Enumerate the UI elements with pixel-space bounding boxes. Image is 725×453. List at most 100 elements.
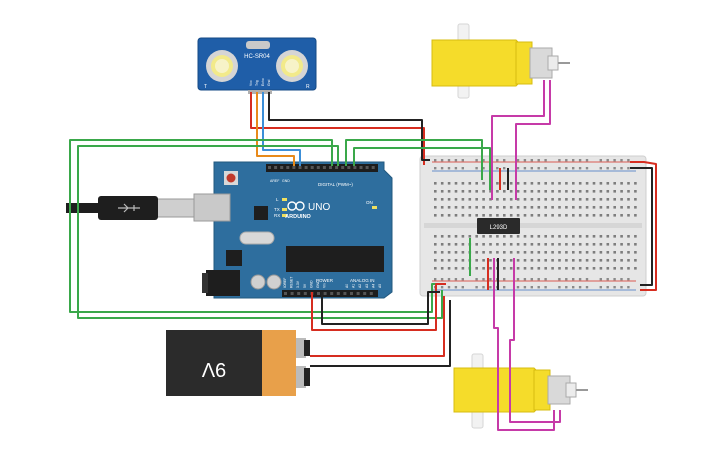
pin-label: A0 <box>345 284 349 288</box>
power-header-pin <box>350 292 353 295</box>
breadboard-rail-hole <box>482 286 485 289</box>
digital-header-pin <box>280 166 284 169</box>
breadboard-hole <box>468 206 472 209</box>
battery-9v: 9V <box>166 330 310 396</box>
breadboard-hole <box>482 259 485 262</box>
breadboard-hole <box>482 235 485 238</box>
power-header-pin <box>336 292 340 295</box>
pin-label: Gnd <box>267 79 271 86</box>
breadboard-hole <box>551 190 554 193</box>
breadboard-hole <box>496 251 499 254</box>
breadboard-hole <box>440 235 444 238</box>
breadboard-hole <box>620 214 623 217</box>
breadboard-hole <box>613 206 616 209</box>
breadboard-rail-hole <box>565 278 568 281</box>
breadboard-hole <box>503 259 506 262</box>
breadboard-rail-hole <box>585 159 589 162</box>
breadboard-hole <box>468 182 472 185</box>
breadboard-rail-hole <box>496 159 499 162</box>
breadboard-rail-hole <box>475 278 478 281</box>
breadboard-hole <box>509 259 513 262</box>
breadboard-rail-hole <box>558 286 561 289</box>
breadboard-hole <box>585 214 589 217</box>
breadboard-hole <box>585 251 589 254</box>
breadboard-rail-hole <box>537 278 540 281</box>
breadboard-hole <box>503 190 506 193</box>
breadboard-rail-hole <box>599 278 602 281</box>
breadboard-rail-hole <box>606 278 609 281</box>
breadboard-rail-hole <box>434 159 437 162</box>
breadboard-hole <box>440 182 444 185</box>
breadboard <box>419 155 647 297</box>
breadboard-hole <box>634 182 637 185</box>
breadboard-hole <box>489 259 492 262</box>
breadboard-hole <box>558 206 561 209</box>
pin-label: Vcc <box>249 80 253 86</box>
breadboard-hole <box>516 235 520 238</box>
breadboard-hole <box>544 251 547 254</box>
breadboard-hole <box>509 206 513 209</box>
breadboard-rail-hole <box>537 159 540 162</box>
breadboard-hole <box>627 190 630 193</box>
breadboard-hole <box>537 235 541 238</box>
breadboard-rail-hole <box>461 167 464 170</box>
breadboard-hole <box>530 243 534 246</box>
breadboard-rail-hole <box>454 167 458 170</box>
breadboard-hole <box>530 206 534 209</box>
breadboard-hole <box>530 198 534 201</box>
breadboard-hole <box>482 251 485 254</box>
breadboard-hole <box>578 243 582 246</box>
breadboard-hole <box>509 214 513 217</box>
breadboard-hole <box>565 243 568 246</box>
pin-label: RESET <box>290 277 294 288</box>
breadboard-hole <box>509 182 513 185</box>
breadboard-hole <box>537 259 541 262</box>
pin-label: A5 <box>378 284 382 288</box>
breadboard-rail-hole <box>585 278 589 281</box>
power-header-pin <box>363 292 367 295</box>
breadboard-rail-hole <box>620 286 623 289</box>
breadboard-rail-hole <box>627 167 630 170</box>
breadboard-hole <box>585 182 589 185</box>
breadboard-hole <box>592 198 596 201</box>
power-header-pin <box>284 292 287 295</box>
breadboard-hole <box>454 198 458 201</box>
wire-sensor-trig <box>256 92 295 166</box>
breadboard-rail-hole <box>489 278 492 281</box>
breadboard-rail-hole <box>496 167 499 170</box>
breadboard-hole <box>613 235 616 238</box>
breadboard-hole <box>592 267 596 270</box>
breadboard-hole <box>440 198 444 201</box>
breadboard-hole <box>440 251 444 254</box>
power-header-pin <box>330 292 334 295</box>
breadboard-hole <box>468 214 472 217</box>
breadboard-rail-hole <box>434 278 437 281</box>
breadboard-hole <box>578 206 582 209</box>
breadboard-hole <box>565 190 568 193</box>
breadboard-hole <box>496 206 499 209</box>
breadboard-hole <box>585 243 589 246</box>
motor-top <box>431 23 570 99</box>
breadboard-hole <box>440 214 444 217</box>
breadboard-rail-hole <box>558 167 561 170</box>
breadboard-hole <box>620 251 623 254</box>
breadboard-hole <box>620 198 623 201</box>
breadboard-hole <box>503 214 506 217</box>
pin-label: IOREF <box>283 278 287 288</box>
breadboard-hole <box>537 190 541 193</box>
breadboard-hole <box>572 259 575 262</box>
breadboard-hole <box>475 235 478 238</box>
breadboard-hole <box>627 251 630 254</box>
breadboard-hole <box>503 267 506 270</box>
breadboard-hole <box>613 190 616 193</box>
breadboard-hole <box>592 182 596 185</box>
breadboard-rail-hole <box>440 167 444 170</box>
breadboard-rail-hole <box>447 286 451 289</box>
breadboard-hole <box>599 251 603 254</box>
breadboard-hole <box>613 259 616 262</box>
breadboard-hole <box>503 251 506 254</box>
breadboard-hole <box>558 259 561 262</box>
breadboard-hole <box>434 190 437 193</box>
